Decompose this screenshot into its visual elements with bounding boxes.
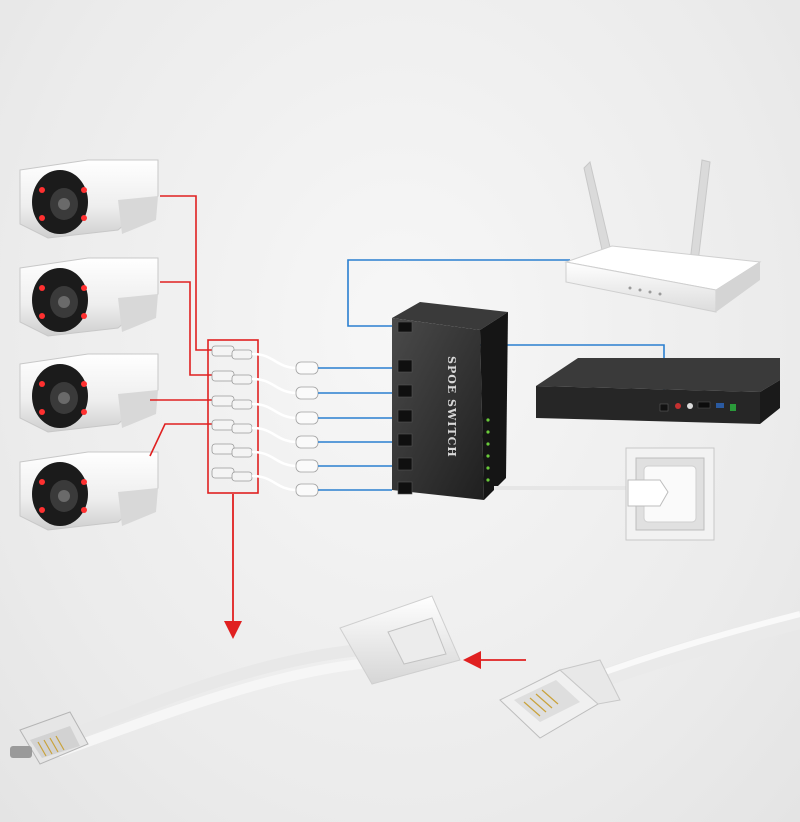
splitter-3 [211, 395, 253, 410]
router [564, 159, 762, 313]
poe-splitter-cable-icon [10, 595, 461, 765]
splitter-1 [211, 345, 253, 360]
splitter-6 [211, 467, 253, 482]
nvr-recorder-icon [536, 358, 780, 424]
rj45-plug-icon [499, 659, 621, 739]
bullet-camera-icon [19, 159, 159, 239]
splitter-group-frame [207, 339, 259, 494]
splitter-cables [251, 352, 299, 492]
camera-4-link [149, 423, 215, 457]
zoomed-splitter-cable [10, 595, 461, 765]
splitter-4 [211, 419, 253, 434]
splitter-5 [211, 443, 253, 458]
wifi-router-icon [564, 159, 762, 313]
camera-4 [19, 451, 159, 531]
splitter-2 [211, 370, 253, 385]
bullet-camera-icon [19, 257, 159, 337]
camera-3 [19, 353, 159, 433]
camera-1-link [160, 195, 215, 351]
switch-label: SPOE SWITCH [445, 356, 458, 458]
camera-links [149, 195, 215, 457]
bullet-camera-icon [19, 353, 159, 433]
switch-port-links [318, 367, 392, 491]
spoe-switch: SPOE SWITCH [392, 302, 508, 500]
rj45-plug-icon [295, 361, 319, 497]
poe-splitter-cable-icon [211, 345, 253, 482]
power-outlet-icon [625, 447, 715, 541]
bullet-camera-icon [19, 451, 159, 531]
nvr [536, 358, 780, 424]
rj45-plug-icon [10, 711, 89, 765]
camera-1 [19, 159, 159, 239]
router-link [347, 259, 570, 327]
camera-2-link [160, 281, 215, 376]
rj45-patch-cable [499, 611, 800, 739]
power-outlet [494, 447, 715, 541]
camera-2 [19, 257, 159, 337]
